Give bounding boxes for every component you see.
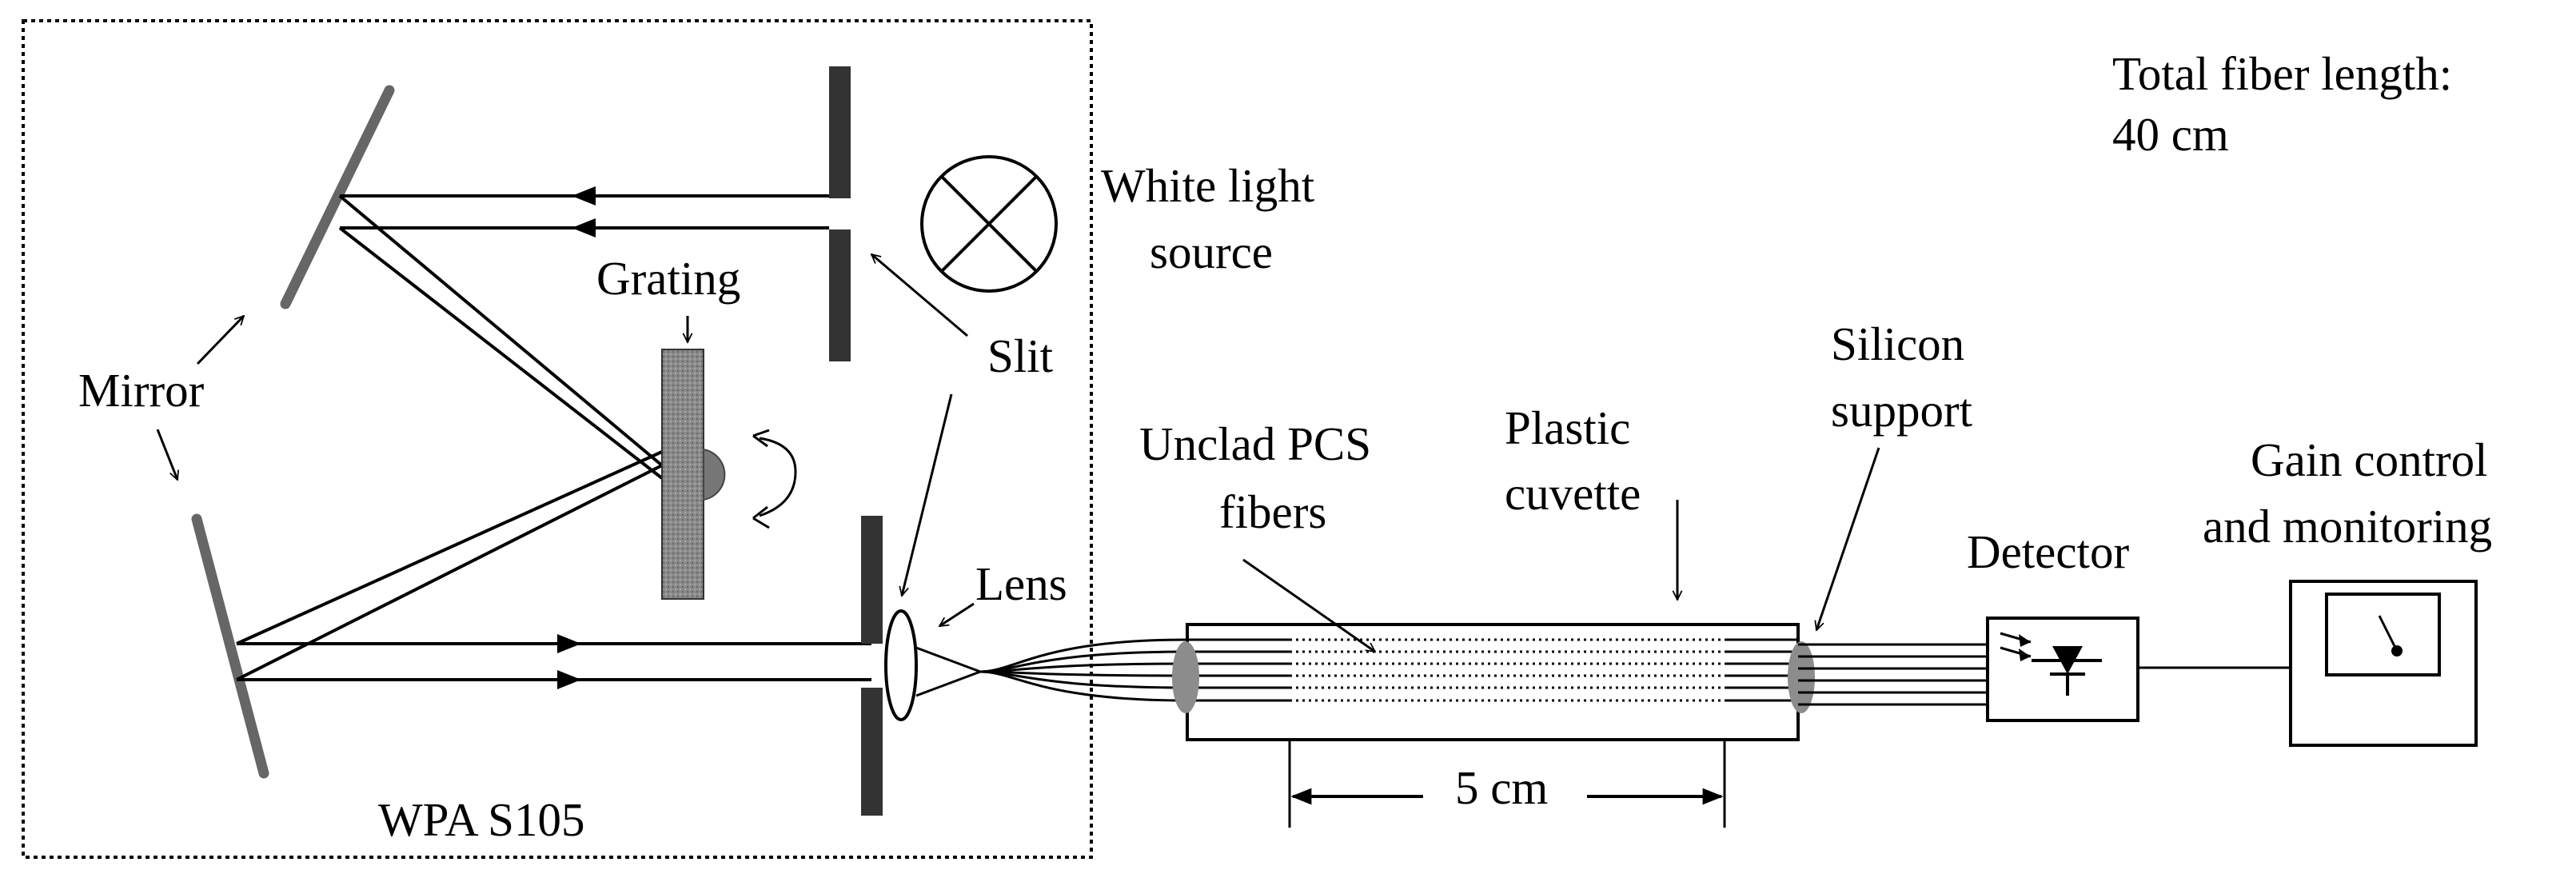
lens-label: Lens xyxy=(975,557,1067,610)
instrument-enclosure xyxy=(22,19,1093,859)
unclad-fibers-label-1: Unclad PCS xyxy=(1139,417,1371,470)
slit-label: Slit xyxy=(987,329,1054,382)
white-light-source-label-2: source xyxy=(1150,225,1273,278)
exit-slit-lower xyxy=(861,688,883,816)
entrance-slit-lower xyxy=(829,229,851,361)
beam-arrowhead xyxy=(572,218,596,237)
exit-slit-upper xyxy=(861,516,883,644)
beam-arrowhead xyxy=(557,670,581,689)
mirror-label: Mirror xyxy=(78,364,205,417)
white-light-source-label-1: White light xyxy=(1101,159,1315,212)
fiber-bundle-output xyxy=(1798,643,1988,706)
fiber-bundle-input xyxy=(979,638,1188,702)
upper-mirror xyxy=(280,85,395,309)
gain-control-label-2: and monitoring xyxy=(2203,500,2492,553)
plastic-cuvette-label-2: cuvette xyxy=(1505,467,1641,520)
photodiode-icon xyxy=(2000,632,2102,696)
instrument-label: WPA S105 xyxy=(378,793,585,846)
leader-arrows xyxy=(156,254,1880,653)
silicon-support-label-2: support xyxy=(1831,384,1973,437)
total-fiber-length-label: Total fiber length: xyxy=(2112,47,2452,100)
fibers-in-cuvette xyxy=(1187,638,1798,702)
dimension-label: 5 cm xyxy=(1455,761,1548,814)
total-fiber-length-value: 40 cm xyxy=(2112,108,2229,161)
meter-display xyxy=(2325,593,2441,676)
unclad-fibers-label-2: fibers xyxy=(1219,485,1326,538)
silicon-support-label-1: Silicon xyxy=(1831,317,1964,370)
meter-needle xyxy=(2378,615,2398,650)
detector-box xyxy=(1986,617,2139,722)
white-light-source-icon xyxy=(920,155,1058,293)
lower-mirror xyxy=(191,513,269,779)
rotation-indicator-icon xyxy=(759,437,797,517)
grating-mount xyxy=(703,448,726,501)
detector-label: Detector xyxy=(1967,525,2129,578)
plastic-cuvette xyxy=(1186,623,1800,741)
beam-arrowhead xyxy=(572,186,596,206)
grating-label: Grating xyxy=(596,252,740,305)
focusing-cone xyxy=(915,646,984,697)
silicon-support-left xyxy=(1172,641,1199,713)
rotation-arrowhead-top xyxy=(752,429,770,448)
beam-arrowhead xyxy=(557,634,581,653)
entrance-slit-upper xyxy=(829,66,851,198)
rotation-arrowhead-bottom xyxy=(752,505,770,529)
unclad-fiber-section xyxy=(1290,638,1725,702)
light-beams xyxy=(236,194,871,681)
grating xyxy=(661,349,704,600)
lens xyxy=(884,609,918,721)
plastic-cuvette-label-1: Plastic xyxy=(1505,401,1630,454)
meter-pivot xyxy=(2391,645,2403,656)
silicon-support-right xyxy=(1788,641,1815,713)
gain-control-label-1: Gain control xyxy=(2251,433,2488,486)
